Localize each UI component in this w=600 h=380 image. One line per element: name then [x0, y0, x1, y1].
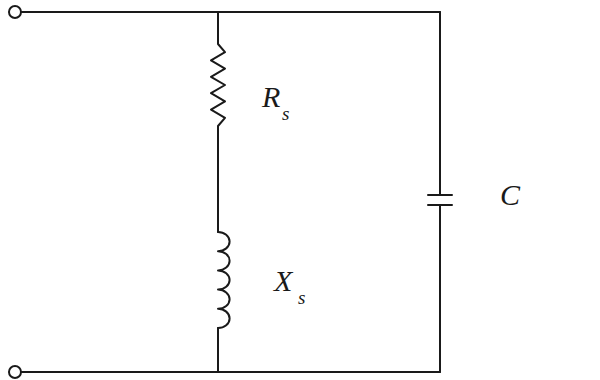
subscript-label: s: [298, 288, 305, 308]
label-text: X: [274, 264, 292, 297]
label-text: R: [262, 80, 280, 113]
subscript-label: s: [282, 104, 289, 124]
wire: [21, 11, 440, 13]
label-text: s: [298, 287, 305, 308]
wire: [217, 130, 219, 232]
wire: [217, 328, 219, 372]
component-label: X: [274, 266, 292, 296]
label-text: s: [282, 103, 289, 124]
wire: [439, 12, 441, 195]
terminal: [9, 366, 21, 378]
terminal: [9, 6, 21, 18]
component-label: R: [262, 82, 280, 112]
wire: [21, 371, 440, 373]
wire: [439, 205, 441, 372]
wire: [217, 12, 219, 40]
inductor-symbol: [218, 232, 230, 328]
component-label: C: [500, 180, 520, 210]
label-text: C: [500, 178, 520, 211]
resistor-symbol: [211, 40, 225, 130]
capacitor-symbol: [428, 195, 452, 205]
